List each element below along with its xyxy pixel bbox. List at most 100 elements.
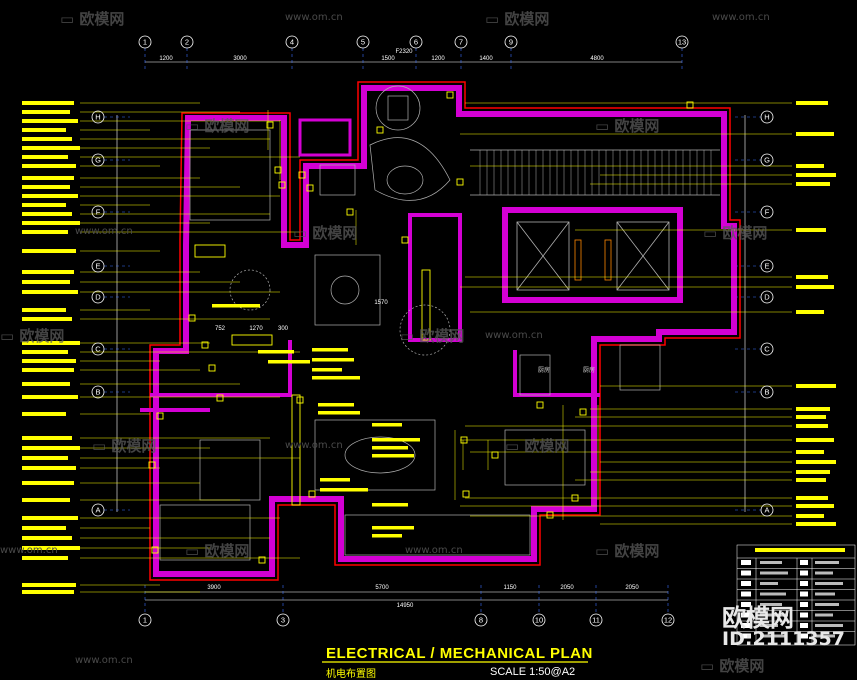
annotation-tag [372,534,402,538]
watermark-url: www.om.cn [75,655,133,666]
grid-bubble-label: 8 [479,616,483,625]
annotation-tag [372,438,420,442]
grid-bubble-top: 9 [504,35,518,49]
grid-bubble-label: E [764,262,769,271]
drawing-subtitle: 机电布置图 [326,669,376,680]
grid-bubble-right: A [760,503,774,517]
annotation-tag [22,466,76,470]
annotation-tag [22,446,80,450]
annotation-tag [372,503,408,507]
sofa-icon: ▭ [703,224,718,242]
annotation-tag [258,350,294,354]
watermark-text: 欧模网 [312,224,358,242]
watermark-logo: ▭ 欧模网 [60,8,124,29]
annotation-tag [22,128,66,132]
grid-bubble-label: H [95,113,100,122]
annotation-tag [372,446,408,450]
annotation-tag [22,456,68,460]
drawing-scale: SCALE 1:50@A2 [490,666,576,678]
watermark-text: 欧模网 [111,437,157,455]
annotation-leaders [80,102,792,593]
annotation-tag [22,516,78,520]
grid-bubble-top: 4 [285,35,299,49]
watermark-text: 欧模网 [722,224,768,242]
annotation-tag [22,308,66,312]
dimension-lines [116,61,746,601]
grid-bubble-label: F [765,208,770,217]
dimension-value: 2050 [560,585,574,591]
annotation-tag [796,470,830,474]
annotation-tag [22,341,80,345]
room-label: 厨房 [583,366,595,374]
annotation-tag [22,350,68,354]
annotation-tag [22,270,74,274]
sofa-icon: ▭ [505,437,520,455]
grid-bubble-right: G [760,153,774,167]
grid-bubble-label: A [95,506,100,515]
grid-bubble-label: B [95,388,100,397]
watermark-text: 欧模网 [204,542,250,560]
dimension-value: 1270 [249,326,263,332]
dimension-value: 1400 [479,56,493,62]
grid-axis-lines [104,48,761,614]
watermark-logo: ▭ 欧模网 [703,222,767,243]
watermark-url: www.om.cn [485,330,543,341]
grid-bubble-label: 1 [143,616,147,625]
sofa-icon: ▭ [485,10,500,28]
grid-bubble-top: 2 [180,35,194,49]
annotation-tag [22,212,72,216]
dimension-value: 1570 [374,300,388,306]
grid-bubble-label: B [764,388,769,397]
grid-bubble-label: 6 [414,38,418,47]
grid-bubble-label: 11 [592,616,600,625]
watermark-url: www.om.cn [285,440,343,451]
dimension-value: 752 [215,326,226,332]
sofa-icon: ▭ [595,117,610,135]
furniture [159,85,661,561]
grid-bubble-label: E [95,262,100,271]
watermark-logo: ▭ 欧模网 [595,115,659,136]
annotation-tag [22,382,70,386]
grid-bubble-label: C [764,345,770,354]
sofa-icon: ▭ [293,224,308,242]
brand-overlay-id: ID:2111357 [722,628,845,650]
watermark-text: 欧模网 [719,657,765,675]
annotation-tag [22,590,74,594]
annotation-tag [796,101,828,105]
grid-bubble-top: 1 [138,35,152,49]
grid-bubble-left: E [91,259,105,273]
annotation-tag [796,132,834,136]
watermark-text: 欧模网 [614,117,660,135]
sofa-icon: ▭ [185,542,200,560]
annotation-tag [22,526,66,530]
annotation-tag [22,546,80,550]
grid-bubble-label: F [96,208,101,217]
dimension-value: F2320 [395,49,413,55]
dimension-value: 4800 [590,56,604,62]
grid-bubble-top: 7 [454,35,468,49]
annotation-tag [796,415,826,419]
annotation-tag [22,194,78,198]
annotation-tag [22,221,80,225]
grid-bubble-right: E [760,259,774,273]
annotation-tag [22,412,66,416]
grid-bubble-bottom: 3 [276,613,290,627]
watermark-logo: ▭ 欧模网 [0,325,64,346]
brand-overlay-name: 欧模网 [722,604,794,632]
annotation-tag [796,450,824,454]
grid-bubble-left: A [91,503,105,517]
grid-bubble-label: D [764,293,770,302]
annotation-tags [22,101,836,594]
grid-bubble-left: C [91,342,105,356]
grid-bubble-bottom: 10 [532,613,546,627]
watermark-text: 欧模网 [419,327,465,345]
grid-bubble-label: 9 [509,38,513,47]
annotation-tag [372,454,414,458]
sofa-icon: ▭ [400,327,415,345]
watermark-logo: ▭ 欧模网 [595,540,659,561]
dimension-value: 5700 [375,585,389,591]
sofa-icon: ▭ [0,327,15,345]
annotation-tag [22,249,76,253]
watermark-logo: ▭ 欧模网 [185,540,249,561]
